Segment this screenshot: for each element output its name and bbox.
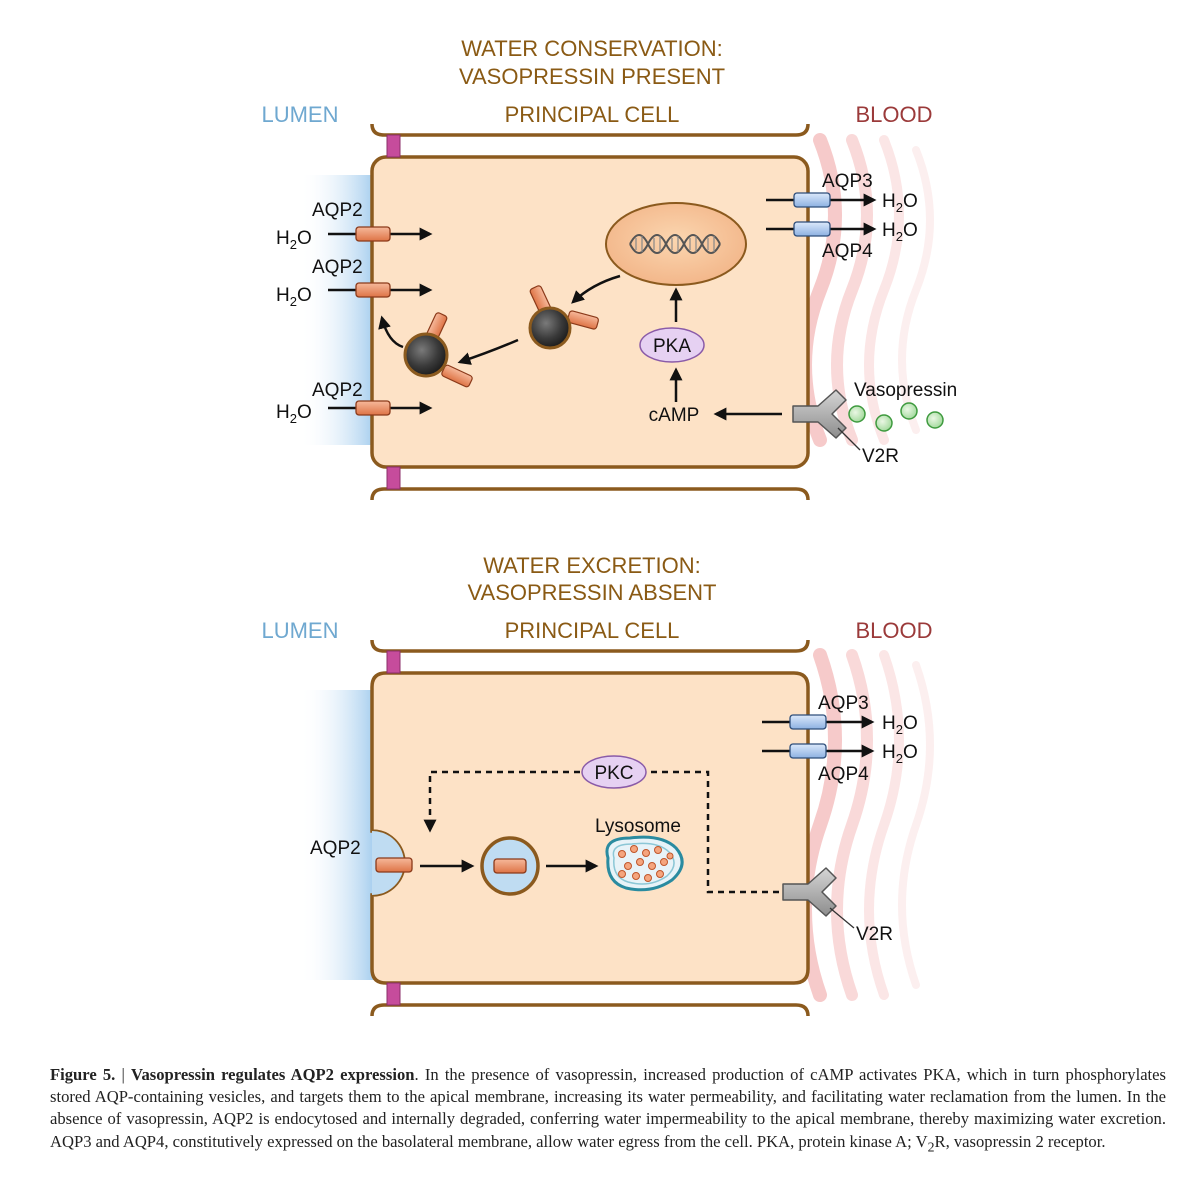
cell-label: PRINCIPAL CELL <box>505 102 680 127</box>
pka-kinase <box>639 327 705 363</box>
aqp4-label: AQP4 <box>818 764 869 785</box>
aqp2-regulation-diagram: WATER CONSERVATION: VASOPRESSIN PRESENT … <box>261 36 957 1017</box>
aqp2-row-1: AQP2 H2O <box>276 200 433 252</box>
aqp2-vesicle <box>528 285 599 350</box>
aqp2-channel <box>355 282 391 298</box>
aqp3-channel <box>789 714 827 730</box>
vasopressin-molecules <box>848 402 944 432</box>
aqp2-channel <box>375 857 413 873</box>
panel-vasopressin-present: WATER CONSERVATION: VASOPRESSIN PRESENT … <box>261 36 957 501</box>
lumen-glow <box>300 175 375 445</box>
tight-junction-top <box>386 134 401 158</box>
figure-label: Figure 5. <box>50 1065 116 1084</box>
neighbor-cell-bottom <box>370 487 810 501</box>
v2r-leader-line <box>829 907 855 929</box>
aqp4-label: AQP4 <box>822 241 873 262</box>
v2r-receptor-icon <box>792 389 847 439</box>
aqp2-label: AQP2 <box>312 257 363 278</box>
tight-junction-bottom <box>386 466 401 490</box>
caption-text-end: R, vasopressin 2 receptor. <box>934 1131 1106 1151</box>
h2o-label: H2O <box>276 228 312 252</box>
caption-separator: | <box>115 1065 132 1084</box>
v2r-label: V2R <box>856 924 893 945</box>
dna-helix-icon <box>629 234 721 254</box>
vasopressin-molecule <box>926 411 944 429</box>
aqp2-channel <box>355 400 391 416</box>
nucleus-to-vesicle-arrow <box>571 274 621 304</box>
vasopressin-molecule <box>900 402 918 420</box>
endocytic-vesicle <box>480 836 540 896</box>
aqp3-channel <box>793 192 831 208</box>
v2r-receptor-icon <box>782 867 837 917</box>
vasopressin-molecule <box>848 405 866 423</box>
aqp3-label: AQP3 <box>818 693 869 714</box>
neighbor-cell-bottom <box>370 1003 810 1017</box>
h2o-label: H2O <box>882 191 918 215</box>
lumen-glow <box>300 690 375 980</box>
caption-text: . In the presence of vasopressin, increa… <box>50 1065 1166 1151</box>
pkc-pathway-dashed <box>423 770 790 894</box>
panel-title-line1: WATER CONSERVATION: <box>461 36 723 61</box>
h2o-label: H2O <box>882 220 918 244</box>
blood-label: BLOOD <box>855 618 932 643</box>
pka-label: PKA <box>653 336 691 357</box>
aqp2-row-2: AQP2 H2O <box>276 257 433 309</box>
aqp2-row-3: AQP2 H2O <box>276 380 433 426</box>
vesicle-to-vesicle-arrow <box>457 338 519 365</box>
neighbor-cell-top <box>370 639 810 653</box>
cell-label: PRINCIPAL CELL <box>505 618 680 643</box>
lysosome-icon <box>605 835 684 892</box>
panel-title-line2: VASOPRESSIN PRESENT <box>459 64 725 89</box>
lumen-label: LUMEN <box>261 618 338 643</box>
pkc-kinase <box>581 755 647 789</box>
neighbor-cell-top <box>370 123 810 137</box>
h2o-label: H2O <box>882 742 918 766</box>
aqp2-vesicle <box>403 312 473 388</box>
caption-title: Vasopressin regulates AQP2 expression <box>131 1065 415 1084</box>
aqp2-label: AQP2 <box>312 200 363 221</box>
vasopressin-molecule <box>875 414 893 432</box>
principal-cell <box>370 671 810 985</box>
aqp4-channel <box>789 743 827 759</box>
tight-junction-bottom <box>386 982 401 1006</box>
aqp2-label: AQP2 <box>310 838 361 859</box>
caption-subscript: 2 <box>927 1138 935 1154</box>
lumen-label: LUMEN <box>261 102 338 127</box>
figure-caption: Figure 5. | Vasopressin regulates AQP2 e… <box>50 1064 1166 1158</box>
nucleus <box>605 202 747 286</box>
lysosome-label: Lysosome <box>595 816 681 837</box>
panel-vasopressin-absent: WATER EXCRETION: VASOPRESSIN ABSENT LUME… <box>261 553 934 1017</box>
aqp3-label: AQP3 <box>822 171 873 192</box>
aqp2-label: AQP2 <box>312 380 363 401</box>
pkc-label: PKC <box>594 763 633 784</box>
panel-title-line2: VASOPRESSIN ABSENT <box>467 580 716 605</box>
aqp2-channel <box>355 226 391 242</box>
camp-label: cAMP <box>649 405 700 426</box>
h2o-label: H2O <box>882 713 918 737</box>
vesicle-to-membrane-arrow <box>378 315 404 349</box>
tight-junction-top <box>386 650 401 674</box>
v2r-label: V2R <box>862 446 899 467</box>
aqp4-channel <box>793 221 831 237</box>
v2r-leader-line <box>837 427 861 451</box>
h2o-label: H2O <box>276 285 312 309</box>
blood-label: BLOOD <box>855 102 932 127</box>
principal-cell <box>370 155 810 469</box>
panel-title-line1: WATER EXCRETION: <box>483 553 701 578</box>
vasopressin-label: Vasopressin <box>854 380 957 401</box>
h2o-label: H2O <box>276 402 312 426</box>
